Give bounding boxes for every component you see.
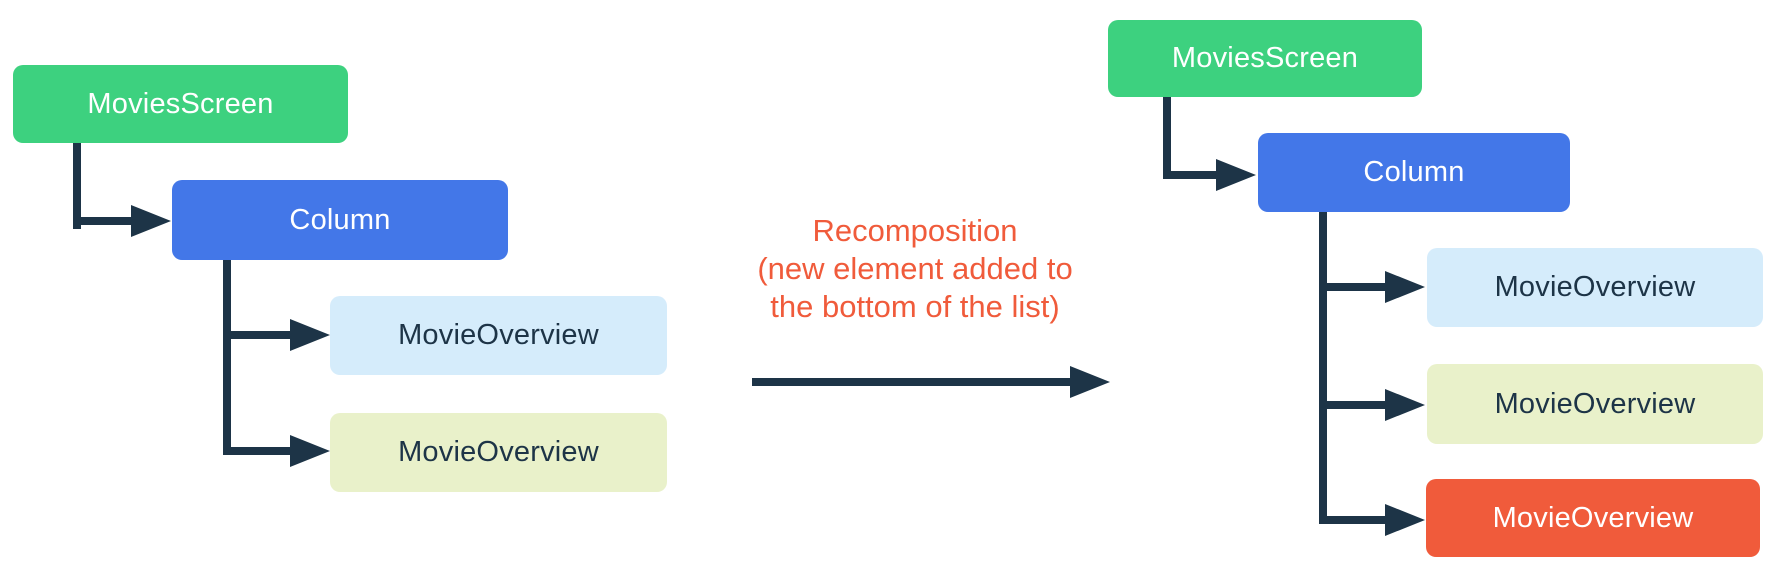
node-movieoverview-2-after: MovieOverview — [1427, 364, 1763, 444]
node-column-before: Column — [172, 180, 508, 260]
node-column-after: Column — [1258, 133, 1570, 212]
edge-root-column-after-horizontal — [1163, 171, 1218, 179]
node-movieoverview-3-after-new: MovieOverview — [1426, 479, 1760, 557]
edge-root-column-after-arrowhead-icon — [1216, 159, 1256, 191]
edge-child2-before-horizontal — [223, 447, 293, 455]
edge-root-column-after-vertical — [1163, 97, 1171, 179]
recomposition-arrow-head-icon — [1070, 366, 1110, 398]
recomposition-label: Recomposition (new element added to the … — [660, 212, 1170, 326]
edge-child3-after-horizontal — [1319, 516, 1387, 524]
node-movieoverview-2-before: MovieOverview — [330, 413, 667, 492]
recomposition-label-line: the bottom of the list) — [770, 289, 1060, 324]
edge-root-column-before-vertical — [73, 143, 81, 229]
edge-child1-after-arrowhead-icon — [1385, 271, 1425, 303]
edge-column-children-before-vertical — [223, 260, 231, 455]
recomposition-label-line: (new element added to — [757, 251, 1073, 286]
edge-child2-after-arrowhead-icon — [1385, 389, 1425, 421]
recomposition-arrow-line — [752, 378, 1072, 386]
edge-child2-before-arrowhead-icon — [290, 435, 330, 467]
edge-child1-before-horizontal — [223, 331, 293, 339]
edge-root-column-before-arrowhead-icon — [131, 205, 171, 237]
edge-column-children-after-vertical — [1319, 212, 1327, 524]
node-movieoverview-1-before: MovieOverview — [330, 296, 667, 375]
edge-child1-after-horizontal — [1319, 283, 1387, 291]
edge-root-column-before-horizontal — [73, 217, 133, 225]
edge-child1-before-arrowhead-icon — [290, 319, 330, 351]
node-moviesscreen-after: MoviesScreen — [1108, 20, 1422, 97]
node-moviesscreen-before: MoviesScreen — [13, 65, 348, 143]
node-movieoverview-1-after: MovieOverview — [1427, 248, 1763, 327]
recomposition-label-line: Recomposition — [812, 213, 1018, 248]
edge-child3-after-arrowhead-icon — [1385, 504, 1425, 536]
edge-child2-after-horizontal — [1319, 401, 1387, 409]
